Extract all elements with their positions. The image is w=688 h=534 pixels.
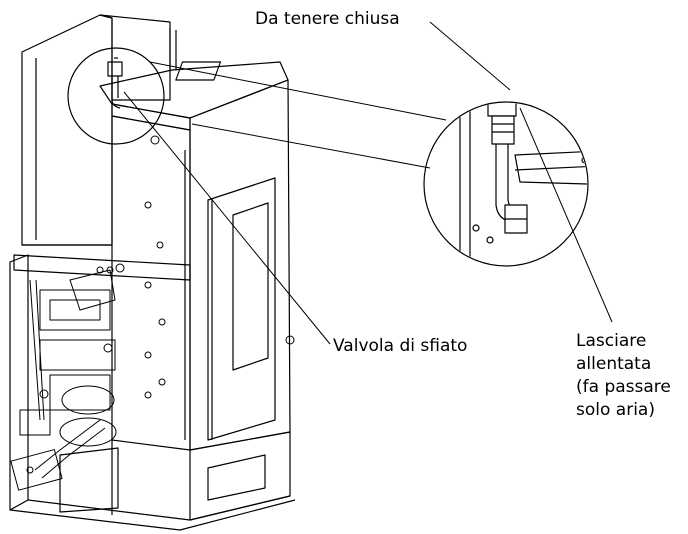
zoom-connector-top — [149, 61, 447, 121]
leader-keep-closed — [429, 21, 511, 91]
detail-marker-circle — [67, 47, 165, 145]
zoom-connector-bottom — [191, 123, 431, 169]
zoom-circle — [423, 101, 589, 267]
label-leave-loose-line1: Lasciare — [576, 331, 647, 351]
label-leave-loose-line4: solo aria) — [576, 400, 655, 420]
lower-chassis — [9, 254, 29, 511]
label-leave-loose-line2: allentata — [576, 354, 652, 374]
door-glass — [232, 202, 269, 371]
stove-body — [9, 14, 296, 531]
label-vent-valve: Valvola di sfiato — [333, 336, 468, 356]
label-keep-closed: Da tenere chiusa — [255, 9, 400, 29]
label-leave-loose-line3: (fa passare — [576, 377, 671, 397]
middle-band — [13, 254, 191, 281]
vent-valve-small — [107, 57, 123, 109]
left-upper-side — [99, 14, 171, 101]
label-leave-loose: Lasciare allentata (fa passare solo aria… — [576, 330, 671, 422]
leader-leave-loose — [519, 107, 613, 323]
internal-mechanism — [10, 269, 117, 491]
front-upper-face — [111, 115, 191, 451]
zoom-detail — [423, 101, 589, 267]
screw-holes — [96, 135, 295, 399]
leader-vent-valve — [123, 91, 331, 345]
glass-door — [207, 177, 276, 441]
